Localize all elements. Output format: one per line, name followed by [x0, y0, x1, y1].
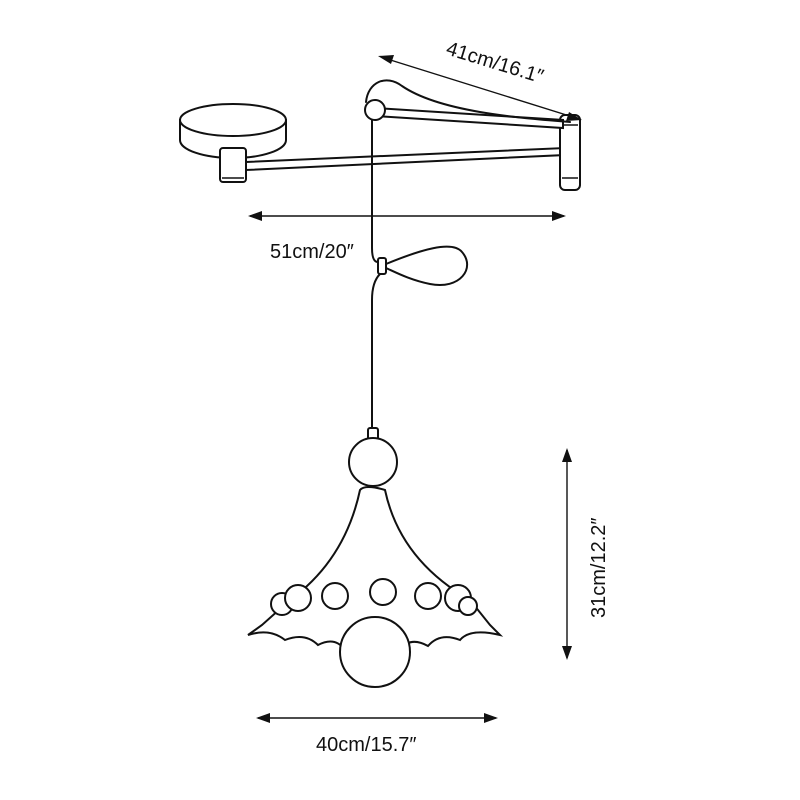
bead-7 — [458, 596, 478, 616]
arrowhead — [248, 211, 262, 221]
arrowhead — [562, 646, 572, 660]
arrowhead — [484, 713, 498, 723]
bead-2 — [284, 584, 312, 612]
dimension-line — [383, 57, 577, 119]
shade-beads — [270, 578, 478, 616]
arrowhead — [256, 713, 270, 723]
cord-vertical — [371, 119, 379, 269]
arrowhead — [378, 55, 394, 64]
shade-height-label: 31cm/12.2″ — [588, 518, 610, 618]
dimension-arm-length: 41cm/16.1″ — [378, 38, 582, 121]
horizontal-arm — [245, 146, 566, 172]
bead-4 — [369, 578, 397, 606]
lamp-top-ball — [348, 427, 398, 487]
dimension-total-reach: 51cm/20″ — [248, 211, 566, 263]
wall-canopy — [179, 103, 287, 183]
arm-length-label: 41cm/16.1″ — [444, 38, 547, 88]
arrowhead — [562, 448, 572, 462]
dimension-shade-height: 31cm/12.2″ — [562, 448, 610, 660]
total-reach-label: 51cm/20″ — [270, 241, 354, 263]
bead-5 — [414, 582, 442, 610]
arrowhead — [552, 211, 566, 221]
pivot-joint — [559, 114, 581, 191]
bead-3 — [321, 582, 349, 610]
cord-hanging-loop — [371, 245, 469, 429]
swing-arm — [364, 99, 564, 130]
cord-top-loop — [365, 79, 571, 123]
shade-width-label: 40cm/15.7″ — [316, 734, 416, 756]
arrowhead — [566, 112, 582, 121]
bulb-globe — [339, 616, 411, 688]
dimension-shade-width: 40cm/15.7″ — [256, 713, 498, 756]
